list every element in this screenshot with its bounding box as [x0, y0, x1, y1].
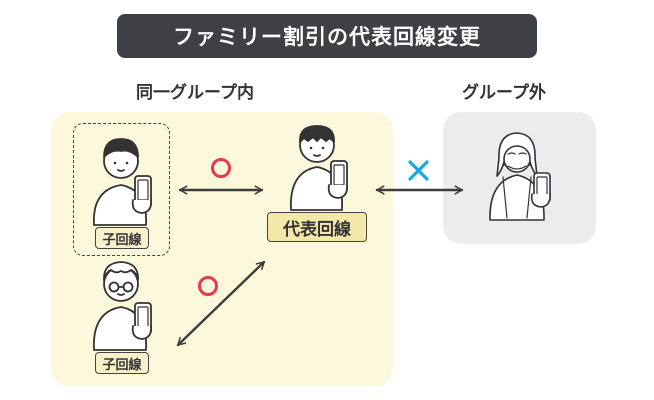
allowed-circle-mark-2 — [198, 276, 218, 296]
inside-group-heading: 同一グループ内 — [136, 83, 254, 103]
representative-line-tag: 代表回線 — [267, 212, 367, 242]
current-representative-dashed-frame — [73, 123, 170, 256]
outside-group-heading: グループ外 — [462, 83, 546, 103]
person-outside-icon — [489, 132, 551, 221]
diagram-title: ファミリー割引の代表回線変更 — [117, 14, 537, 58]
allowed-circle-mark-1 — [211, 158, 231, 178]
child-line-tag-1: 子回線 — [95, 227, 149, 249]
person-child-1-icon — [93, 138, 152, 226]
person-representative-icon — [290, 125, 348, 211]
not-allowed-cross-mark — [408, 160, 429, 181]
child-line-tag-2: 子回線 — [95, 352, 149, 374]
arrow-child2-to-representative — [176, 260, 266, 347]
person-child-2-icon — [93, 261, 152, 351]
